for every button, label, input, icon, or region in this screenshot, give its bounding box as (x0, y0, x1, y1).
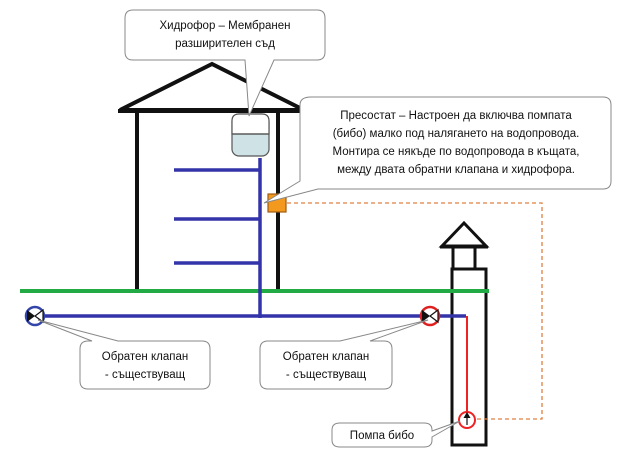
callout-hydrophore-bubble (124, 9, 326, 117)
callout-check-valve-right-line-1: Обратен клапан (283, 351, 369, 363)
callout-pressostat-line-1: Пресостат – Настроен да включва помпата (340, 110, 572, 122)
svg-text:Помпа бибо: Помпа бибо (350, 430, 414, 442)
control-wire (287, 202, 543, 420)
check-valve-left-right-triangle (34, 308, 44, 324)
water-pipes (28, 158, 466, 318)
well-cap-roof (438, 220, 490, 248)
svg-text:Обратен клапан: Обратен клапан (102, 351, 188, 363)
check-valve-right (419, 305, 441, 327)
callout-check-valve-right-bubble (259, 319, 429, 390)
well-chimney (451, 245, 477, 271)
callout-pressostat-line-2: (бибо) малко под налягането на водопрово… (333, 128, 580, 140)
callout-check-valve-left-line-2: - съществуващ (105, 369, 186, 381)
callout-pressostat-bubble (263, 96, 612, 204)
callout-check-valve-right: Обратен клапан - съществуващ (259, 319, 429, 390)
callout-hydrophore-line-1: Хидрофор – Мембранен (160, 20, 291, 32)
check-valve-right-left-triangle (422, 310, 430, 322)
callout-pump-bubble (331, 420, 461, 448)
callout-check-valve-left-line-1: Обратен клапан (102, 351, 188, 363)
svg-text:Хидрофор – Мембранен: Хидрофор – Мембранен (160, 20, 291, 32)
pump-pipe-group (458, 316, 476, 429)
svg-text:разширителен съд: разширителен съд (175, 38, 275, 50)
svg-text:Обратен клапан: Обратен клапан (283, 351, 369, 363)
callout-pressostat-line-4: между двата обратни клапана и хидрофора. (337, 164, 575, 176)
svg-text:Монтира се някъде по водопрово: Монтира се някъде по водопровода в къщат… (333, 146, 580, 158)
callout-pressostat-line-3: Монтира се някъде по водопровода в къщат… (333, 146, 580, 158)
callout-check-valve-left: Обратен клапан - съществуващ (37, 319, 211, 390)
house-roof (119, 61, 305, 112)
well (438, 220, 490, 447)
callout-check-valve-right-line-2: - съществуващ (286, 369, 367, 381)
svg-text:- съществуващ: - съществуващ (286, 369, 367, 381)
check-valve-right-right-triangle (429, 308, 439, 324)
svg-text:между двата обратни клапана и: между двата обратни клапана и хидрофора. (337, 164, 575, 176)
check-valve-left-left-triangle (27, 310, 35, 322)
check-valve-left (24, 305, 46, 327)
callout-pump: Помпа бибо (331, 420, 461, 448)
house (118, 61, 306, 290)
hydrophore-tank (231, 113, 270, 157)
callout-pressostat: Пресостат – Настроен да включва помпата … (263, 96, 612, 204)
svg-text:(бибо) малко под налягането на: (бибо) малко под налягането на водопрово… (333, 128, 580, 140)
svg-text:Пресостат – Настроен да включв: Пресостат – Настроен да включва помпата (340, 110, 572, 122)
hydrophore-tank-top (231, 113, 270, 135)
svg-text:- съществуващ: - съществуващ (105, 369, 186, 381)
callout-hydrophore: Хидрофор – Мембранен разширителен съд (124, 9, 326, 117)
callout-pump-line-1: Помпа бибо (350, 430, 414, 442)
pump-arrow-head-icon (463, 412, 471, 418)
callout-check-valve-left-bubble (37, 319, 211, 390)
callout-hydrophore-line-2: разширителен съд (175, 38, 275, 50)
